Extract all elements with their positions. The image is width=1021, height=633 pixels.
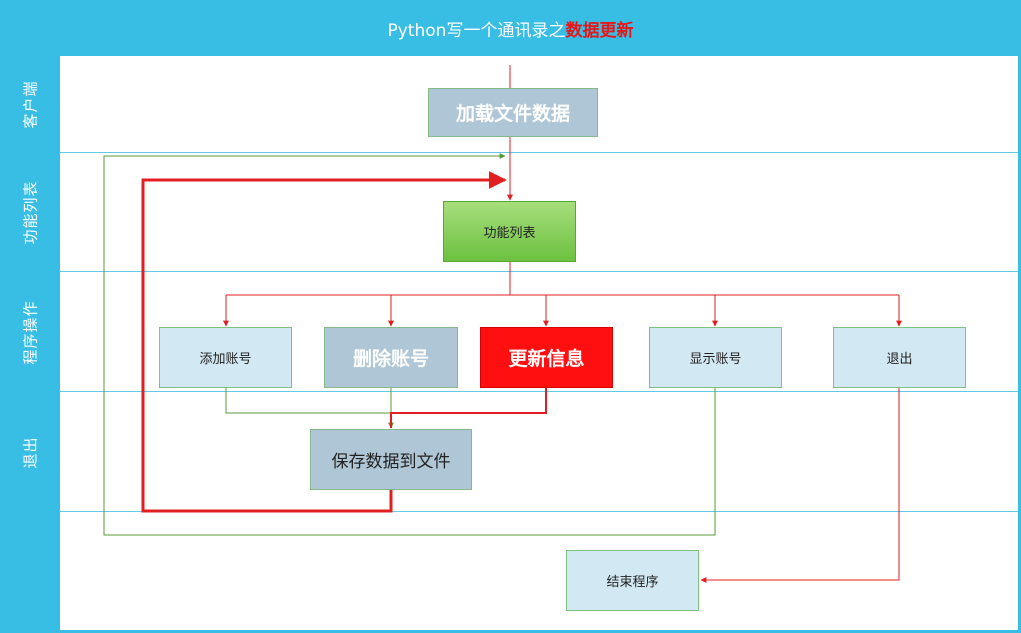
right-border [1018,56,1021,633]
lane-divider [60,152,1018,153]
bottom-border [0,630,1021,633]
node-load-data: 加载文件数据 [428,88,598,137]
title-prefix: Python写一个通讯录之 [387,20,566,41]
flow-loop-save-to-menu [141,171,507,513]
flow-loop-show-to-menu [103,153,716,536]
flow-line-exit-to-end [700,388,900,583]
flow-line-add-to-save [225,388,391,414]
lane-divider [60,271,1018,272]
lane-header-band [0,56,60,633]
node-exit: 退出 [833,327,966,388]
node-save-data: 保存数据到文件 [310,429,472,490]
lane-divider [60,511,1018,512]
flow-line-update-to-save [390,388,547,428]
node-end-program: 结束程序 [566,550,699,611]
node-update-info: 更新信息 [480,327,613,388]
title-highlight: 数据更新 [565,20,634,41]
node-add-account: 添加账号 [159,327,292,388]
diagram-title: Python写一个通讯录之数据更新 [0,0,1021,56]
node-function-list: 功能列表 [443,201,576,262]
lane-divider [60,391,1018,392]
node-show-account: 显示账号 [649,327,782,388]
node-delete-account: 删除账号 [324,327,458,388]
